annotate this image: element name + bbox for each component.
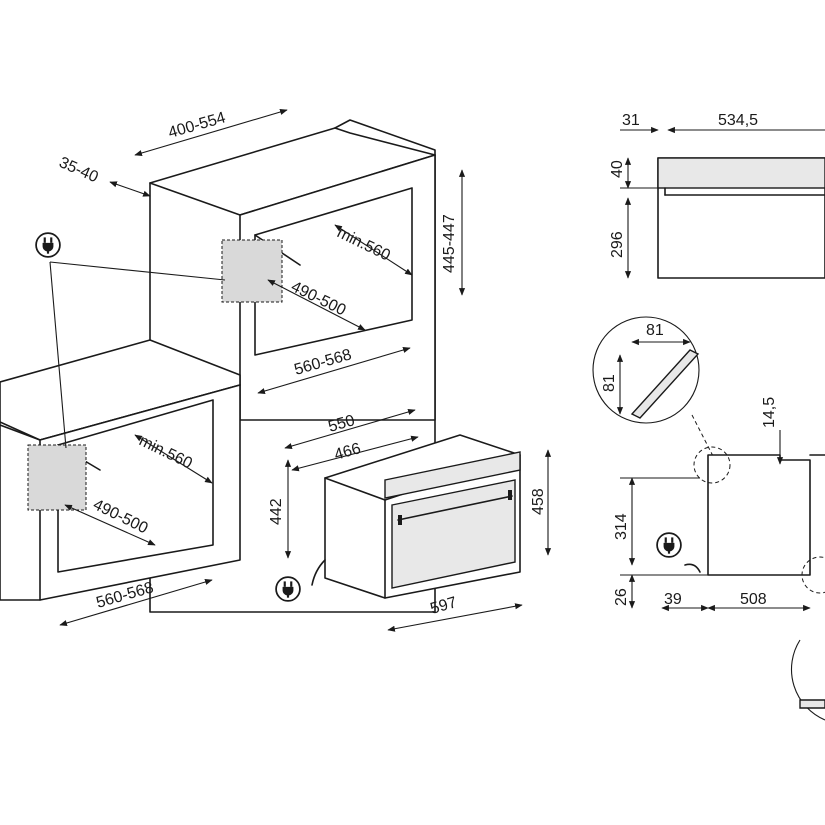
dim-side-bottom: 26 [613, 588, 630, 606]
plug-icon [35, 232, 61, 258]
oven-3d [311, 434, 521, 599]
dim-gap-top: 14,5 [761, 397, 778, 428]
dim-side-body-height: 314 [613, 513, 630, 540]
under-cabinet [0, 339, 241, 601]
dim-oven-height: 458 [530, 488, 547, 515]
dim-oven-body-depth: 466 [332, 440, 362, 464]
dim-oven-body-height: 442 [268, 498, 285, 525]
dim-oven-depth: 550 [326, 412, 356, 436]
detail-circle [592, 316, 716, 461]
column-socket-zone [221, 239, 283, 303]
dim-side-width: 508 [740, 591, 767, 608]
dim-side-top-width: 534,5 [718, 112, 758, 129]
under-socket-zone [27, 444, 87, 511]
plug-icon [656, 532, 682, 558]
dim-side-left: 39 [664, 591, 682, 608]
dim-detail-h: 81 [601, 374, 618, 392]
side-view-bottom [684, 446, 825, 721]
dim-top-gap: 35-40 [56, 154, 100, 186]
dim-side-height: 296 [609, 231, 626, 258]
dim-side-top: 31 [622, 112, 640, 129]
plug-icon [275, 576, 301, 602]
dimension-lines [59, 109, 825, 632]
dim-column-height: 445-447 [441, 214, 458, 273]
dim-oven-width: 597 [428, 594, 458, 618]
side-view-top [657, 157, 825, 279]
dim-side-panel: 40 [609, 160, 626, 178]
dim-detail-w: 81 [646, 322, 664, 339]
